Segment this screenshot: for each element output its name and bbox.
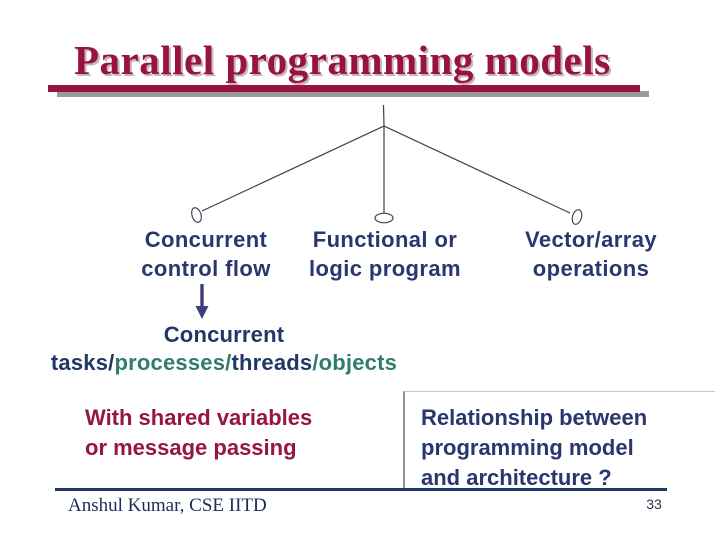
branch-label-functional-logic: Functional or logic program: [295, 225, 475, 283]
threads-segment: threads: [231, 350, 313, 375]
objects-segment: /objects: [312, 350, 398, 375]
branch-label-concurrent-control-flow: Concurrent control flow: [116, 225, 296, 283]
branch-label-line: operations: [532, 256, 650, 281]
concurrent-tasks-line: tasks/processes/threads/objects: [28, 349, 420, 377]
relationship-line: Relationship between: [421, 405, 648, 430]
shared-note-line: With shared variables: [85, 405, 313, 430]
footer-author: Anshul Kumar, CSE IITD: [68, 495, 267, 516]
branch-line-right: [383, 125, 571, 214]
branch-label-line: Concurrent: [144, 227, 268, 252]
title-underline-shadow: [57, 91, 649, 97]
relationship-question-box: Relationship between programming model a…: [403, 391, 715, 490]
branch-label-line: Vector/array: [525, 227, 657, 252]
tree-node-ellipse-left: [191, 207, 202, 223]
page-number: 33: [646, 496, 662, 512]
down-arrow-head: [195, 306, 209, 319]
branch-line-left: [201, 125, 385, 212]
tree-node-ellipse-right: [571, 209, 583, 225]
shared-note-line: or message passing: [85, 435, 297, 460]
footer-divider: [55, 488, 667, 491]
relationship-line: programming model: [421, 435, 634, 460]
branch-label-line: Functional or: [312, 227, 458, 252]
tree-root-line: [382, 104, 385, 127]
processes-segment: processes/: [114, 350, 232, 375]
branch-label-vector-array: Vector/array operations: [498, 225, 684, 283]
relationship-line: and architecture ?: [421, 465, 612, 490]
concurrent-tasks-block: Concurrent tasks/processes/threads/objec…: [28, 321, 420, 377]
shared-variables-note: With shared variables or message passing: [85, 403, 405, 463]
concurrent-tasks-heading: Concurrent: [163, 322, 285, 347]
slide-title: Parallel programming models: [74, 37, 611, 83]
branch-label-line: logic program: [309, 256, 461, 281]
tasks-segment: tasks/: [50, 350, 115, 375]
tree-node-ellipse-middle: [374, 212, 394, 224]
title-underline: [48, 85, 640, 92]
branch-label-line: control flow: [141, 256, 271, 281]
